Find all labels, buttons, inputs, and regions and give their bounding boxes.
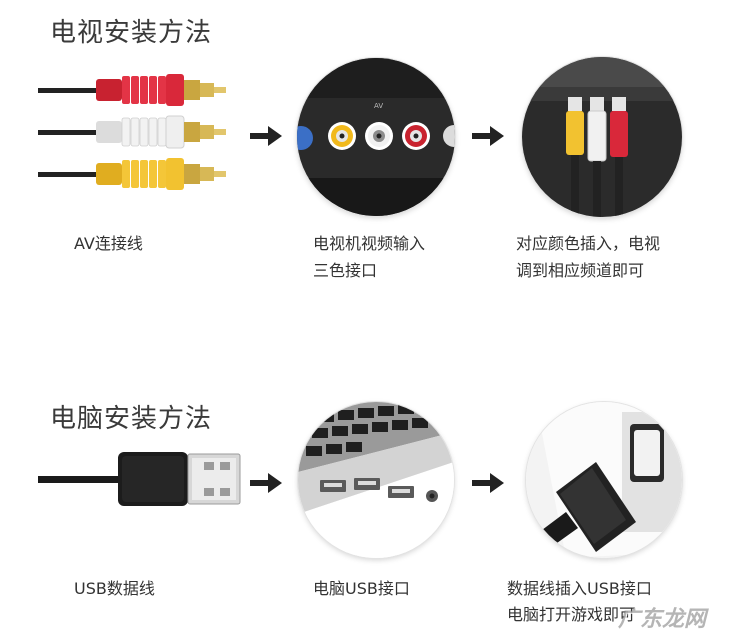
arrow-right-icon	[250, 473, 282, 493]
tv-step3-caption-line2: 调到相应频道即可	[516, 261, 645, 280]
av-plugs-inserted-image	[522, 57, 682, 217]
usb-cable-image	[38, 452, 241, 506]
pc-step2-caption: 电脑USB接口	[313, 579, 410, 598]
arrow-right-icon	[250, 126, 282, 146]
usb-plug-inserted-image	[526, 402, 682, 558]
tv-section-title: 电视安装方法	[50, 18, 213, 48]
pc-section-title: 电脑安装方法	[50, 404, 213, 434]
av-cable-image	[38, 74, 226, 190]
tv-step2-caption-line1: 电视机视频输入	[313, 234, 426, 253]
tv-step1-caption: AV连接线	[74, 234, 143, 253]
yellow-rca-plug	[38, 158, 226, 190]
tv-av-ports-image: AV	[297, 58, 455, 216]
arrow-right-icon	[472, 126, 504, 146]
pc-step3-caption-line1: 数据线插入USB接口	[507, 579, 652, 598]
tv-step2-caption-line2: 三色接口	[313, 261, 378, 280]
av-port-label: AV	[374, 102, 383, 110]
red-rca-plug	[38, 74, 226, 106]
tv-step3-caption-line1: 对应颜色插入，电视	[516, 234, 661, 253]
white-rca-plug	[38, 115, 226, 149]
pc-step3-caption-line2: 电脑打开游戏即可	[507, 605, 636, 624]
pc-step1-caption: USB数据线	[74, 579, 155, 598]
watermark-text: 广东龙网	[617, 607, 706, 632]
laptop-usb-ports-image	[298, 402, 454, 558]
arrow-right-icon	[472, 473, 504, 493]
